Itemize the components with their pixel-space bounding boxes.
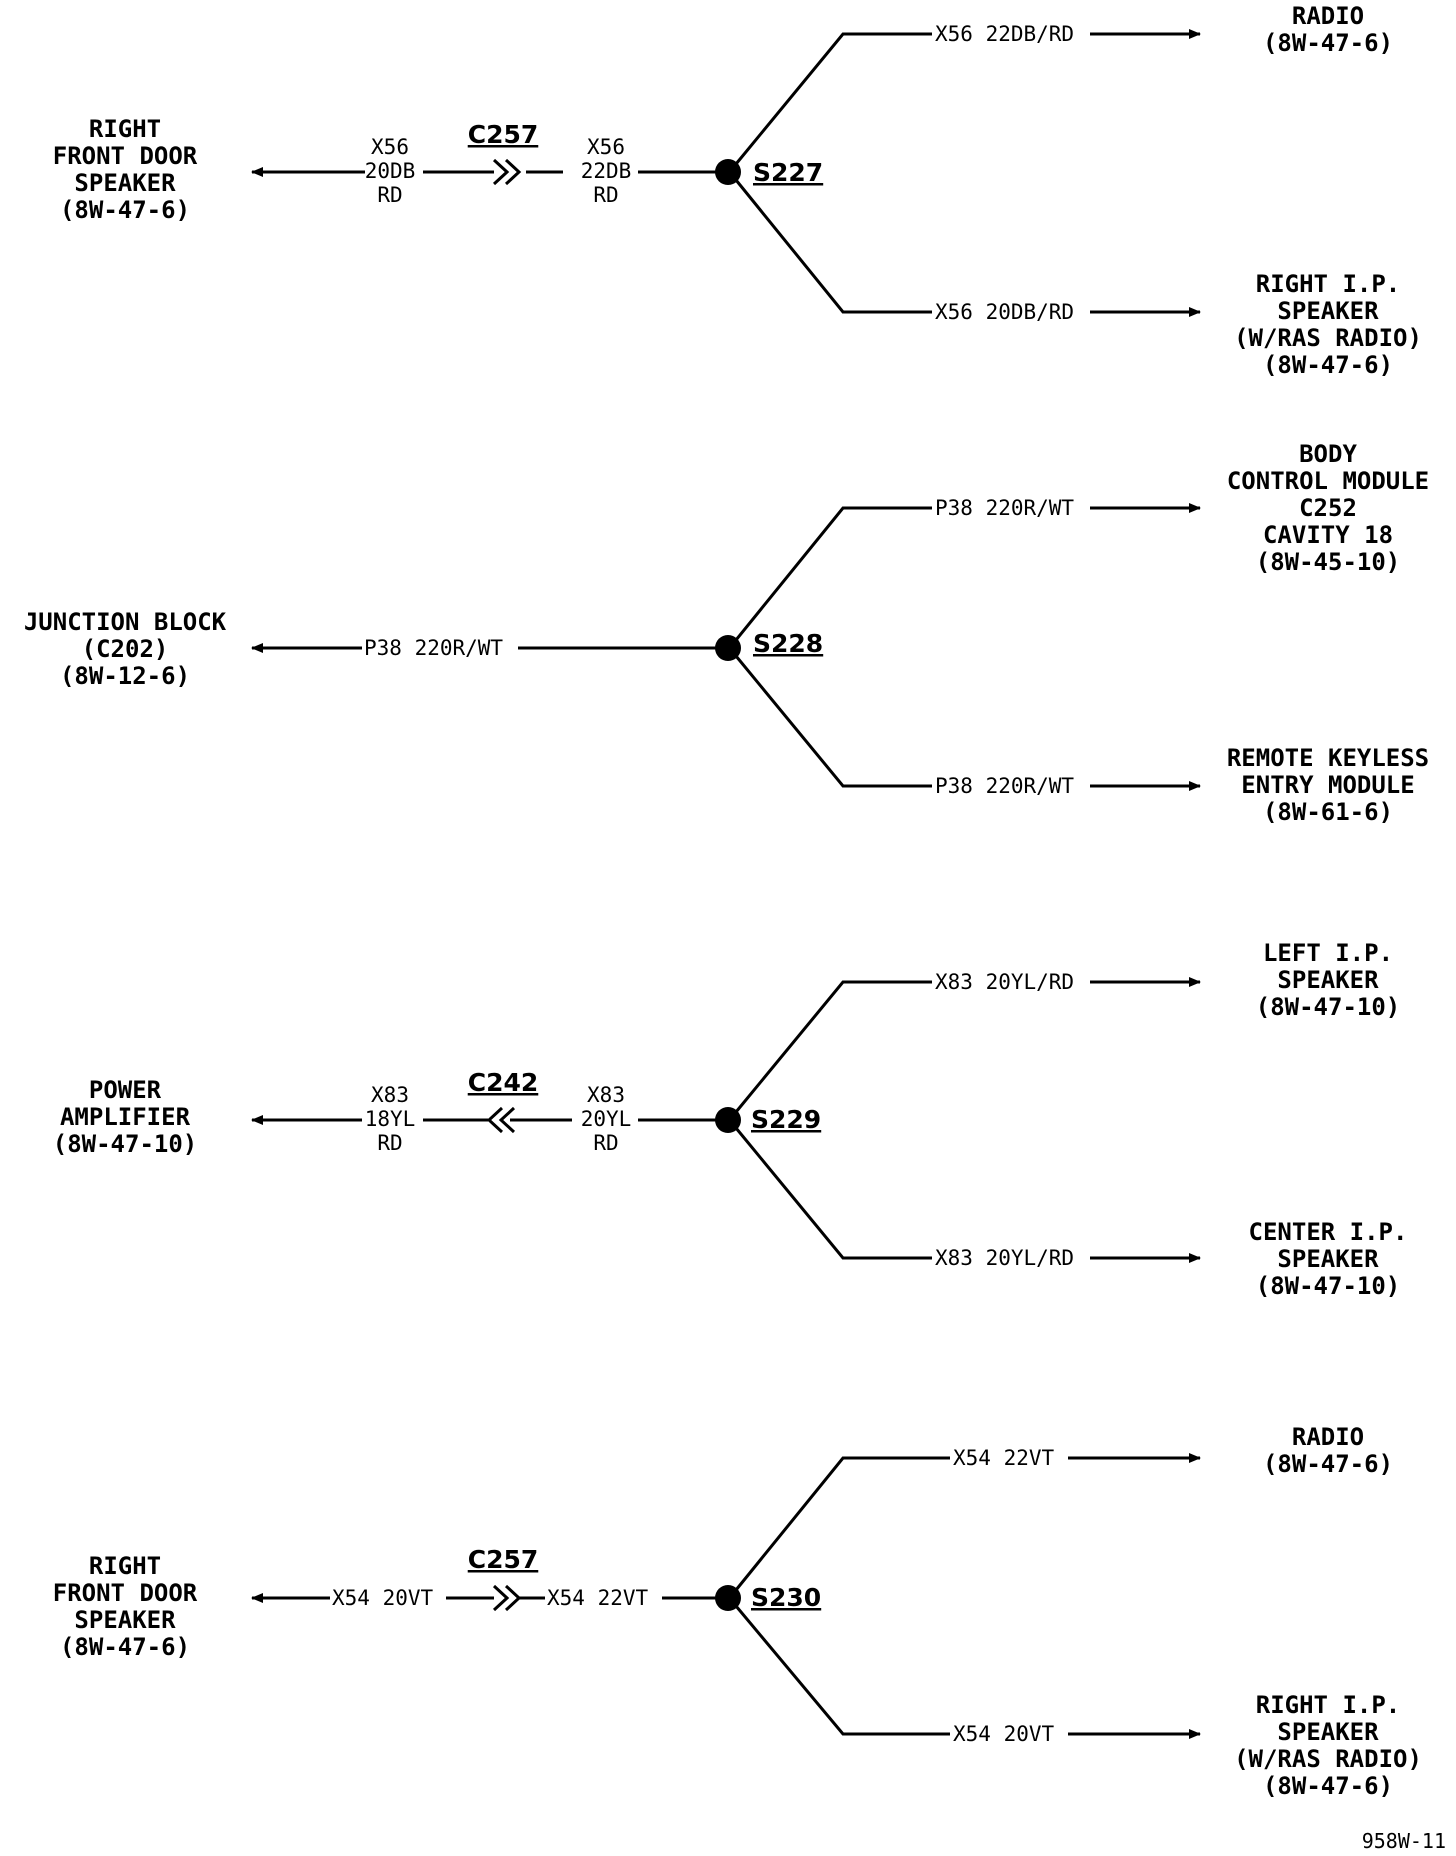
- right-destination-line: (8W-61-6): [1263, 798, 1393, 826]
- branch-wire-lower: [734, 655, 932, 788]
- wire-code: 20YL: [581, 1107, 632, 1131]
- wire-code: 20DB: [365, 159, 416, 183]
- right-destination-line: (8W-47-10): [1256, 1272, 1401, 1300]
- splice-group-s230: RIGHT FRONT DOOR SPEAKER (8W-47-6) X54 2…: [53, 1423, 1422, 1800]
- left-destination-line: (8W-47-6): [60, 196, 190, 224]
- wire-code: 18YL: [365, 1107, 416, 1131]
- right-destination-line: (8W-47-6): [1263, 1450, 1393, 1478]
- wire-code: RD: [593, 1131, 618, 1155]
- branch-wire-label: P38 220R/WT: [935, 774, 1074, 798]
- branch-wire-label: X83 20YL/RD: [935, 970, 1074, 994]
- right-destination-line: (8W-47-10): [1256, 993, 1401, 1021]
- branch-wire-label: X54 20VT: [953, 1722, 1055, 1746]
- right-destination-line: CENTER I.P.: [1249, 1218, 1408, 1246]
- splice-label: S227: [753, 158, 823, 187]
- right-destination-line: ENTRY MODULE: [1241, 771, 1414, 799]
- right-destination-line: LEFT I.P.: [1263, 939, 1393, 967]
- wire-code: RD: [377, 183, 402, 207]
- left-destination-line: FRONT DOOR: [53, 1579, 198, 1607]
- connector-label: C257: [468, 120, 539, 149]
- wire-code: RD: [377, 1131, 402, 1155]
- right-destination-line: RIGHT I.P.: [1256, 1691, 1401, 1719]
- splice-dot: [715, 159, 741, 185]
- right-destination-line: SPEAKER: [1277, 297, 1379, 325]
- splice-label: S229: [751, 1105, 821, 1134]
- left-destination-line: (8W-12-6): [60, 662, 190, 690]
- connector-label: C242: [468, 1068, 539, 1097]
- splice-group-s229: POWER AMPLIFIER (8W-47-10) X83 18YL RD X…: [53, 939, 1408, 1300]
- branch-wire-label: X56 20DB/RD: [935, 300, 1074, 324]
- left-destination-line: SPEAKER: [74, 169, 176, 197]
- branch-wire-label: X54 22VT: [953, 1446, 1055, 1470]
- branch-wire-label: P38 220R/WT: [935, 496, 1074, 520]
- right-destination-line: SPEAKER: [1277, 1718, 1379, 1746]
- right-destination-line: CAVITY 18: [1263, 521, 1393, 549]
- wire-code: X54 22VT: [547, 1586, 649, 1610]
- branch-wire-lower: [734, 1127, 932, 1260]
- left-destination-line: (8W-47-10): [53, 1130, 198, 1158]
- wire-code: X56: [371, 135, 409, 159]
- connector-label: C257: [468, 1545, 539, 1574]
- wire-code: X83: [371, 1083, 409, 1107]
- right-destination-line: (W/RAS RADIO): [1234, 324, 1422, 352]
- branch-wire-label: X56 22DB/RD: [935, 22, 1074, 46]
- left-destination-line: (C202): [82, 635, 169, 663]
- left-destination-line: (8W-47-6): [60, 1633, 190, 1661]
- branch-wire-upper: [734, 980, 932, 1113]
- right-destination-line: SPEAKER: [1277, 1245, 1379, 1273]
- right-destination-line: SPEAKER: [1277, 966, 1379, 994]
- branch-wire-upper: [734, 506, 932, 641]
- right-destination-line: REMOTE KEYLESS: [1227, 744, 1429, 772]
- splice-dot: [715, 635, 741, 661]
- right-destination-line: RADIO: [1292, 1423, 1364, 1451]
- branch-wire-upper: [734, 32, 932, 165]
- splice-dot: [715, 1107, 741, 1133]
- wire-code: X83: [587, 1083, 625, 1107]
- right-destination-line: CONTROL MODULE: [1227, 467, 1429, 495]
- connector-symbol: [486, 1106, 516, 1134]
- left-destination-line: JUNCTION BLOCK: [24, 608, 227, 636]
- branch-wire-lower: [734, 1605, 950, 1736]
- wire-code: X54 20VT: [332, 1586, 434, 1610]
- splice-group-s228: JUNCTION BLOCK (C202) (8W-12-6) P38 220R…: [24, 440, 1429, 826]
- wire-code: 22DB: [581, 159, 632, 183]
- right-destination-line: BODY: [1299, 440, 1357, 468]
- right-destination-line: (8W-45-10): [1256, 548, 1401, 576]
- left-destination-line: RIGHT: [89, 115, 161, 143]
- splice-label: S230: [751, 1583, 821, 1612]
- figure-reference: 958W-11: [1362, 1829, 1446, 1853]
- branch-wire-label: X83 20YL/RD: [935, 1246, 1074, 1270]
- connector-symbol: [492, 1584, 522, 1612]
- wire-code: P38 220R/WT: [364, 636, 503, 660]
- right-destination-line: RADIO: [1292, 2, 1364, 30]
- wire-code: X56: [587, 135, 625, 159]
- branch-wire-upper: [734, 1456, 950, 1591]
- right-destination-line: (W/RAS RADIO): [1234, 1745, 1422, 1773]
- left-destination-line: POWER: [89, 1076, 162, 1104]
- right-destination-line: (8W-47-6): [1263, 29, 1393, 57]
- wire-code: RD: [593, 183, 618, 207]
- left-destination-line: SPEAKER: [74, 1606, 176, 1634]
- right-destination-line: (8W-47-6): [1263, 351, 1393, 379]
- right-destination-line: RIGHT I.P.: [1256, 270, 1401, 298]
- branch-wire-lower: [734, 179, 932, 314]
- splice-group-s227: RIGHT FRONT DOOR SPEAKER (8W-47-6) X56 2…: [53, 2, 1422, 379]
- left-destination-line: RIGHT: [89, 1552, 161, 1580]
- left-destination-line: AMPLIFIER: [60, 1103, 191, 1131]
- right-destination-line: (8W-47-6): [1263, 1772, 1393, 1800]
- splice-label: S228: [753, 629, 823, 658]
- connector-symbol: [492, 158, 522, 186]
- right-destination-line: C252: [1299, 494, 1357, 522]
- left-destination-line: FRONT DOOR: [53, 142, 198, 170]
- splice-dot: [715, 1585, 741, 1611]
